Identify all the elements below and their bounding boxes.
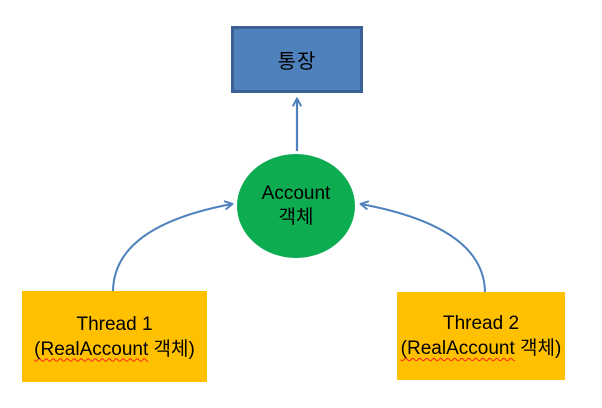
bankbook-label: 통장 bbox=[277, 51, 317, 73]
account-label-line2: 객체 bbox=[278, 207, 314, 228]
arrow-thread2-to-account bbox=[359, 200, 486, 293]
account-label-line1: Account bbox=[261, 183, 331, 204]
thread1-box: Thread 1 (RealAccount 객체) bbox=[22, 291, 207, 382]
thread2-title: Thread 2 bbox=[442, 313, 520, 334]
bankbook-box: 통장 bbox=[231, 26, 363, 93]
thread2-subtitle: (RealAccount 객체) bbox=[401, 336, 562, 361]
thread2-subtitle-underlined: (RealAccount bbox=[400, 338, 515, 359]
thread1-subtitle: (RealAccount 객체) bbox=[34, 337, 195, 362]
thread1-title: Thread 1 bbox=[76, 313, 153, 335]
thread2-box: Thread 2 (RealAccount 객체) bbox=[397, 292, 565, 380]
thread2-subtitle-rest: 객체) bbox=[514, 338, 562, 359]
thread1-subtitle-rest: 객체) bbox=[148, 338, 195, 360]
thread1-subtitle-underlined: (RealAccount bbox=[34, 338, 149, 360]
account-object-ellipse: Account 객체 bbox=[237, 154, 355, 258]
arrow-thread1-to-account bbox=[112, 200, 234, 292]
